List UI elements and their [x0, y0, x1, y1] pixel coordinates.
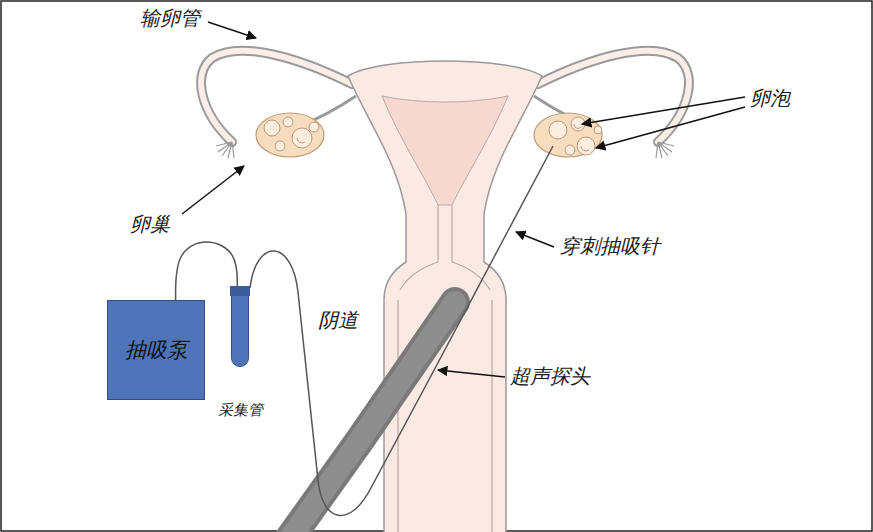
uterine-cavity [382, 96, 508, 205]
left-ovary [256, 113, 324, 157]
tube-label: 采集管 [207, 401, 273, 420]
puncture-needle-tubing [250, 146, 553, 515]
needle-label: 穿刺抽吸针 [560, 234, 660, 258]
hose [176, 242, 238, 300]
collection-tube: 采集管 [207, 287, 273, 420]
cervix [400, 205, 490, 290]
pump-label: 抽吸泵 [125, 336, 188, 364]
ovary-label: 卵巢 [130, 212, 170, 236]
right-ovary [534, 113, 602, 157]
probe-label: 超声探头 [510, 364, 590, 388]
leader-arrows [182, 22, 745, 377]
tube-cap [230, 286, 250, 296]
ultrasound-probe [285, 302, 455, 532]
tube-body [231, 287, 249, 367]
suction-pump: 抽吸泵 [107, 300, 205, 400]
follicle-label: 卵泡 [750, 86, 790, 110]
vagina-label: 阴道 [318, 308, 358, 332]
tube-label: 输卵管 [140, 6, 200, 30]
